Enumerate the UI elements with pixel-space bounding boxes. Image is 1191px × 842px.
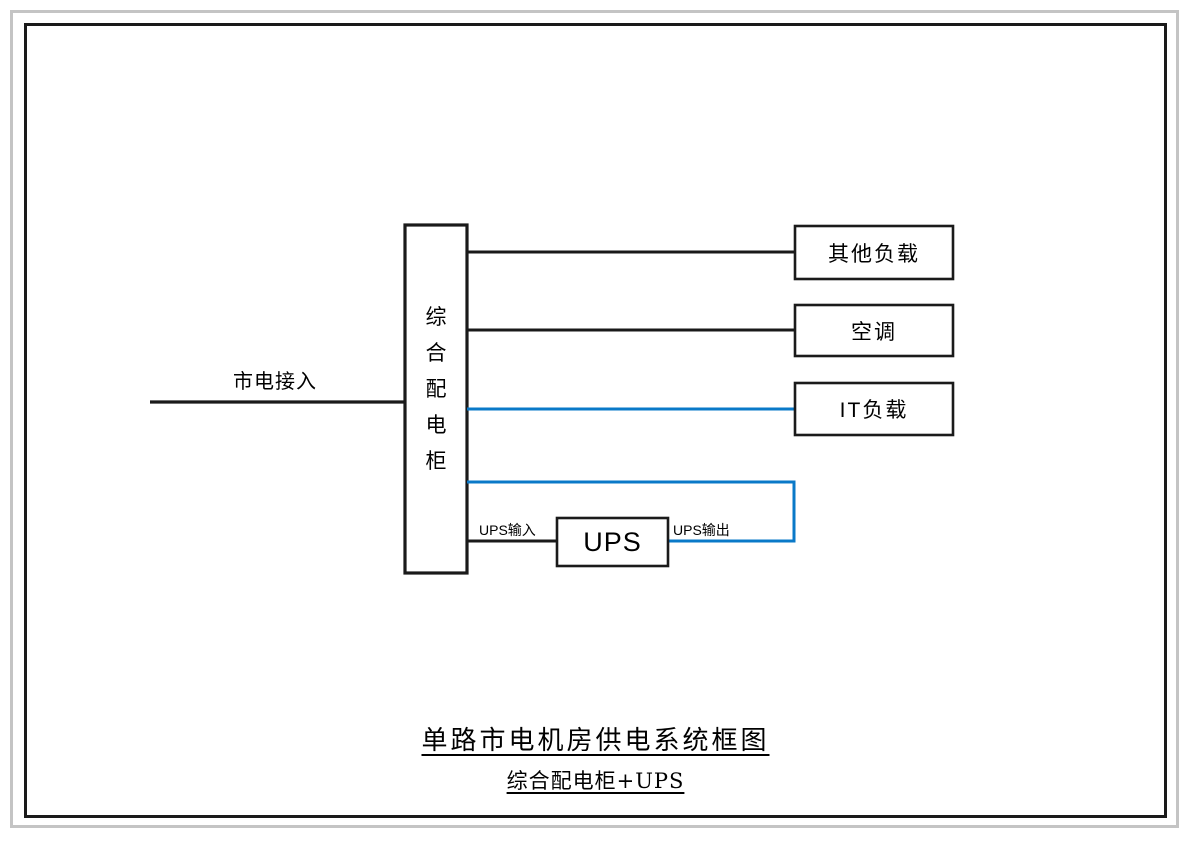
cabinet-label-char-1: 综 <box>425 306 447 329</box>
cabinet-label: 综 合 配 电 柜 <box>406 300 466 480</box>
cabinet-label-char-5: 柜 <box>425 450 447 473</box>
load-box-air-conditioner <box>793 303 955 358</box>
cabinet-label-char-4: 电 <box>425 414 447 437</box>
diagram-subtitle: 综合配电柜+UPS <box>506 769 685 793</box>
cabinet-box <box>403 223 469 575</box>
ups-input-label: UPS输入 <box>479 522 536 538</box>
load-label-it: IT负载 <box>839 399 909 422</box>
wire-ups-output-return <box>467 480 796 543</box>
diagram-title: 单路市电机房供电系统框图 <box>421 726 770 756</box>
load-box-it <box>793 381 955 437</box>
load-label-other: 其他负载 <box>828 242 920 266</box>
load-label-air-conditioner: 空调 <box>851 320 897 344</box>
ups-label: UPS <box>583 526 642 557</box>
cabinet-label-char-2: 合 <box>425 342 447 365</box>
cabinet-label-char-3: 配 <box>425 378 447 401</box>
title-block: 单路市电机房供电系统框图 综合配电柜+UPS <box>0 720 1191 795</box>
outer-page-border <box>10 10 1179 828</box>
load-box-other <box>793 224 955 281</box>
ups-box <box>555 516 670 568</box>
ups-output-label: UPS输出 <box>673 522 730 538</box>
mains-input-label: 市电接入 <box>233 371 317 393</box>
inner-page-border <box>24 23 1167 818</box>
